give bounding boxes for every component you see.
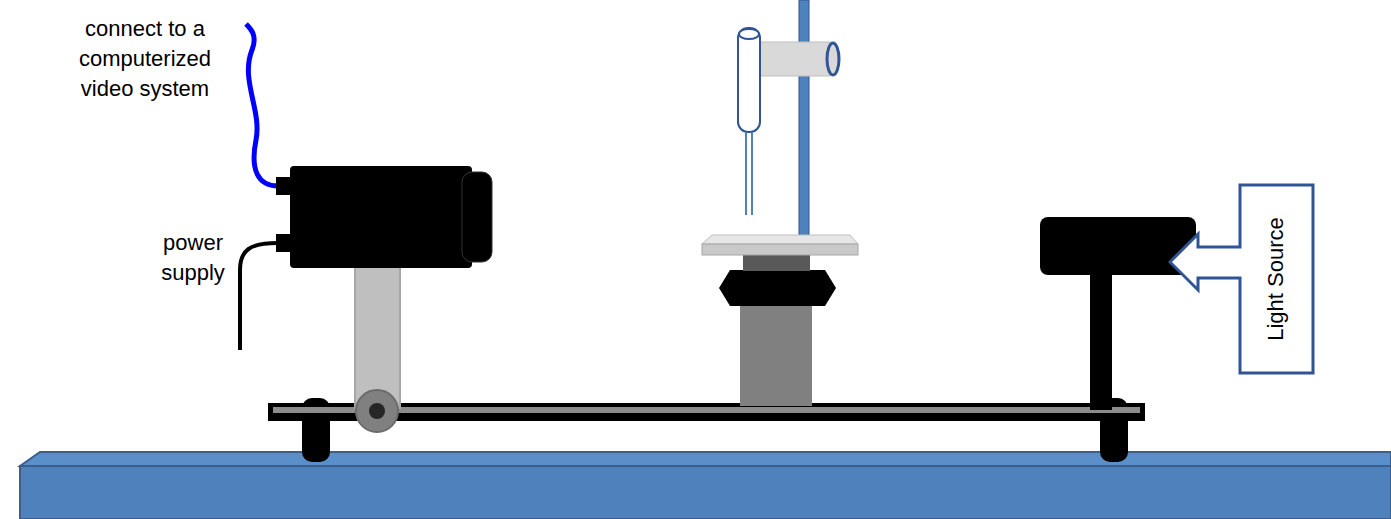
table-top bbox=[20, 452, 1391, 466]
camera-body bbox=[290, 166, 472, 268]
callout-arrow: Light Source bbox=[1168, 183, 1316, 377]
video-cable bbox=[246, 24, 278, 186]
node-text: Light Source bbox=[1263, 217, 1289, 341]
sample-slide bbox=[702, 235, 858, 244]
vertical-rod bbox=[799, 0, 809, 242]
power-cable bbox=[240, 243, 278, 350]
table-front bbox=[20, 466, 1391, 519]
camera-post bbox=[355, 258, 400, 408]
clamp-knob bbox=[827, 43, 839, 75]
callout-shape bbox=[1170, 185, 1313, 373]
slide-edge bbox=[702, 244, 858, 255]
lamp-post bbox=[1090, 270, 1112, 410]
callout-outline bbox=[1168, 183, 1316, 377]
part-label: power supply bbox=[147, 228, 239, 288]
syringe-top bbox=[739, 29, 759, 39]
syringe-barrel bbox=[738, 28, 760, 132]
rod-clamp bbox=[760, 42, 830, 76]
camera-lens bbox=[462, 172, 492, 262]
post-clamp bbox=[356, 390, 398, 432]
stage-mount bbox=[743, 254, 810, 271]
stage-clamp bbox=[719, 270, 836, 306]
clamp-screw bbox=[369, 403, 385, 419]
syringe-needle bbox=[745, 132, 747, 215]
syringe-needle bbox=[751, 132, 753, 215]
part-label: connect to a computerized video system bbox=[50, 14, 240, 104]
rail-groove bbox=[273, 407, 1140, 413]
stage-pedestal bbox=[740, 300, 812, 406]
